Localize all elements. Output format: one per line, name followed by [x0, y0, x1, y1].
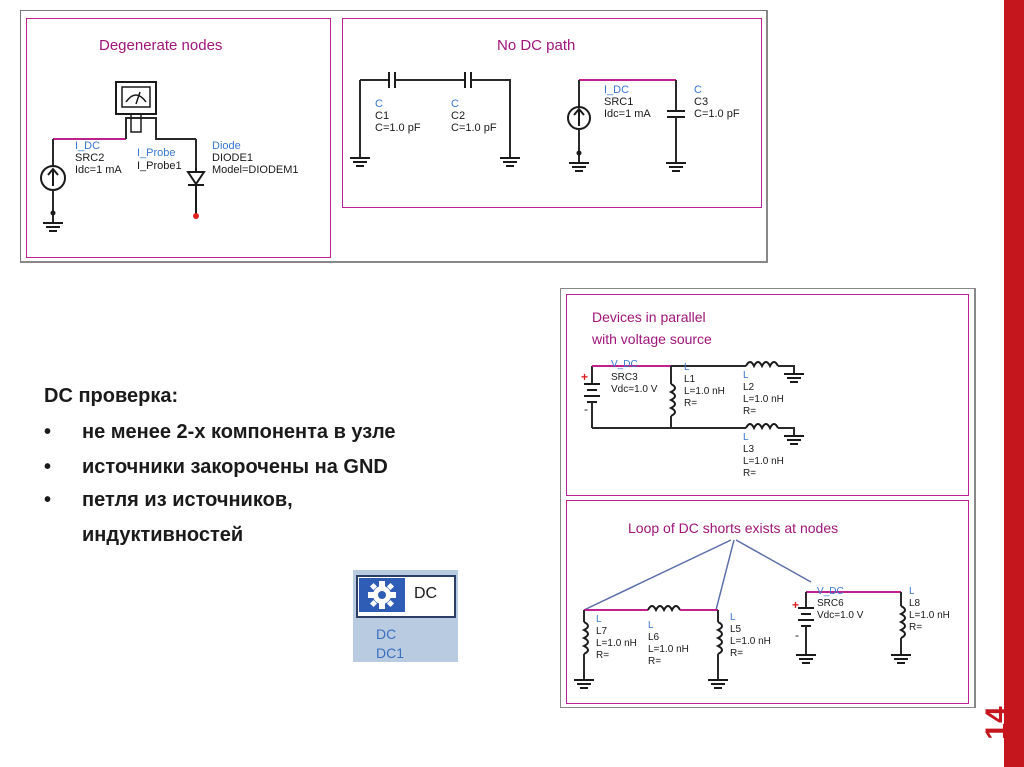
no-dc-path-title: No DC path: [497, 37, 576, 54]
c2-name: C2: [451, 110, 466, 122]
l2-value: L=1.0 nH: [743, 394, 784, 405]
parallel-devices-schematic: [584, 361, 804, 445]
l8-value: L=1.0 nH: [909, 610, 950, 621]
l7-value: L=1.0 nH: [596, 638, 637, 649]
l1-r: R=: [684, 398, 698, 409]
c2-type: C: [451, 98, 459, 110]
src2-name: SRC2: [75, 152, 105, 164]
loop-title: Loop of DC shorts exists at nodes: [628, 520, 839, 536]
degenerate-nodes-schematic: [40, 81, 206, 232]
l6-r: R=: [648, 656, 662, 667]
no-dc-path-box: [342, 18, 762, 208]
l3-value: L=1.0 nH: [743, 456, 784, 467]
src3-minus: -: [584, 402, 588, 416]
bullet-1: не менее 2-х компонента в узле: [82, 421, 396, 443]
diode-type: Diode: [212, 140, 241, 152]
l2-name: L2: [743, 382, 755, 393]
l1-value: L=1.0 nH: [684, 386, 725, 397]
c3-type: C: [694, 84, 702, 96]
dc-loop-box: [566, 500, 969, 704]
probe-name: I_Probe1: [137, 160, 182, 172]
l3-r: R=: [743, 468, 757, 479]
l1-type: L: [684, 362, 690, 373]
c3-value: C=1.0 pF: [694, 108, 740, 120]
src6-name: SRC6: [817, 598, 844, 609]
right-schematic-panel: [560, 288, 976, 708]
src3-plus: +: [581, 370, 589, 384]
degenerate-nodes-box: [26, 18, 331, 258]
no-dc-path-schematic: [350, 72, 686, 172]
src1-type: I_DC: [604, 84, 630, 96]
bullet-2: источники закорочены на GND: [82, 456, 388, 478]
bullet-3-continuation: индуктивностей: [82, 524, 244, 546]
src6-plus: +: [792, 598, 800, 612]
dc-component-label: DC: [414, 585, 438, 602]
src6-type: V_DC: [817, 586, 844, 597]
parallel-title-line1: Devices in parallel: [592, 309, 706, 325]
src3-name: SRC3: [611, 372, 638, 383]
dc-component-name: DC1: [376, 645, 405, 661]
l6-name: L6: [648, 632, 660, 643]
parallel-title-line2: with voltage source: [592, 331, 712, 347]
top-schematic-panel: [20, 10, 768, 263]
src3-type: V_DC: [611, 359, 638, 370]
src2-type: I_DC: [75, 140, 101, 152]
page-number: 14: [980, 706, 1013, 740]
l5-type: L: [730, 612, 736, 623]
src2-param: Idc=1 mA: [75, 164, 122, 176]
l2-r: R=: [743, 406, 757, 417]
c3-name: C3: [694, 96, 709, 108]
l7-name: L7: [596, 626, 608, 637]
src3-param: Vdc=1.0 V: [611, 384, 658, 395]
l7-type: L: [596, 614, 602, 625]
bullet-3: петля из источников,: [82, 489, 293, 511]
l5-r: R=: [730, 648, 744, 659]
c1-name: C1: [375, 110, 390, 122]
c2-value: C=1.0 pF: [451, 122, 497, 134]
gear-icon: [359, 578, 405, 612]
l5-name: L5: [730, 624, 742, 635]
src6-param: Vdc=1.0 V: [817, 610, 864, 621]
bullet-1-marker: •: [44, 421, 52, 443]
bullet-2-marker: •: [44, 456, 52, 478]
l2-type: L: [743, 370, 749, 381]
dc-check-text: DC проверка: • не менее 2-х компонента в…: [44, 385, 544, 555]
parallel-devices-box: [566, 294, 969, 496]
l3-name: L3: [743, 444, 755, 455]
l7-r: R=: [596, 650, 610, 661]
l5-value: L=1.0 nH: [730, 636, 771, 647]
src1-name: SRC1: [604, 96, 634, 108]
l8-r: R=: [909, 622, 923, 633]
dc-check-heading: DC проверка:: [44, 385, 179, 407]
diode-model: Model=DIODEM1: [212, 164, 299, 176]
l6-value: L=1.0 nH: [648, 644, 689, 655]
l3-type: L: [743, 432, 749, 443]
diode-name: DIODE1: [212, 152, 253, 164]
dc-component-type: DC: [376, 626, 397, 642]
c1-value: C=1.0 pF: [375, 122, 421, 134]
l8-type: L: [909, 586, 915, 597]
src6-minus: -: [795, 628, 799, 642]
l6-type: L: [648, 620, 654, 631]
dc-loop-schematic: [574, 539, 911, 689]
l1-name: L1: [684, 374, 696, 385]
src1-param: Idc=1 mA: [604, 108, 651, 120]
bullet-3-marker: •: [44, 489, 52, 511]
l8-name: L8: [909, 598, 921, 609]
c1-type: C: [375, 98, 383, 110]
accent-bar: [1004, 0, 1024, 767]
probe-type: I_Probe: [137, 147, 176, 159]
degenerate-nodes-title: Degenerate nodes: [99, 37, 223, 54]
